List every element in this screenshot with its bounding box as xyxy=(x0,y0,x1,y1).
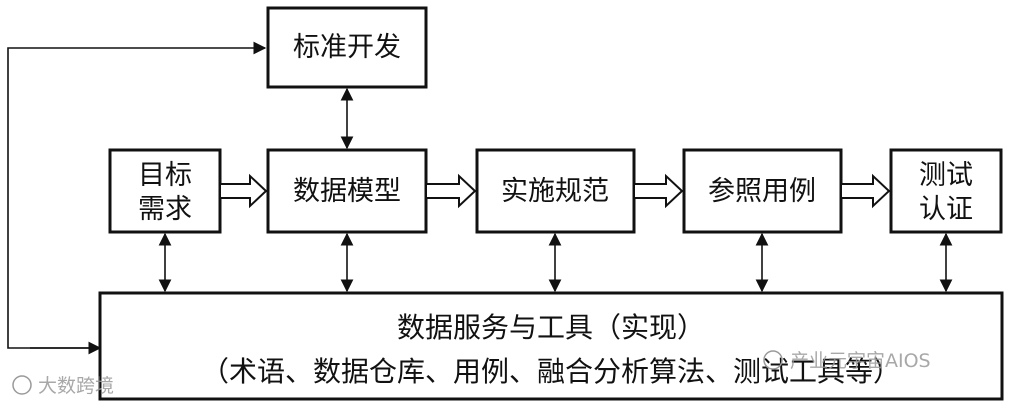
flow-arrow-model-to-implementation xyxy=(425,173,477,209)
flow-arrow-use-cases-to-testing xyxy=(840,173,891,209)
watermark-right-text: 产业元宇宙AIOS xyxy=(790,350,931,372)
watermark-left-logo-icon xyxy=(12,375,32,395)
implementation-label: 实施规范 xyxy=(501,176,609,207)
data-model-node: 数据模型 xyxy=(266,148,428,234)
services-label-line-2: （术语、数据仓库、用例、融合分析算法、测试工具等） xyxy=(201,355,901,388)
watermark-right: 产业元宇宙AIOS xyxy=(763,350,931,372)
flow-arrow-goals-to-model xyxy=(219,173,268,209)
use-cases-node: 参照用例 xyxy=(682,148,843,234)
watermark-left: 大数跨境 xyxy=(12,375,114,397)
standards-label: 标准开发 xyxy=(293,32,401,63)
goals-label-line-2: 需求 xyxy=(138,194,192,225)
use-cases-label: 参照用例 xyxy=(708,176,816,207)
goals-node: 目标 需求 xyxy=(108,148,222,234)
data-model-label: 数据模型 xyxy=(293,176,401,207)
testing-label-line-2: 认证 xyxy=(919,194,973,225)
standards-node: 标准开发 xyxy=(266,6,428,89)
services-label-line-1: 数据服务与工具（实现） xyxy=(397,311,705,344)
watermark-right-logo-icon xyxy=(763,350,783,370)
implementation-node: 实施规范 xyxy=(475,148,636,234)
testing-label-line-1: 测试 xyxy=(919,160,973,191)
testing-node: 测试 认证 xyxy=(889,148,1003,234)
services-node: 数据服务与工具（实现） （术语、数据仓库、用例、融合分析算法、测试工具等） xyxy=(98,291,1004,401)
flow-arrow-implementation-to-use-cases xyxy=(633,173,684,209)
goals-label-line-1: 目标 xyxy=(138,160,192,191)
watermark-left-text: 大数跨境 xyxy=(38,375,114,397)
